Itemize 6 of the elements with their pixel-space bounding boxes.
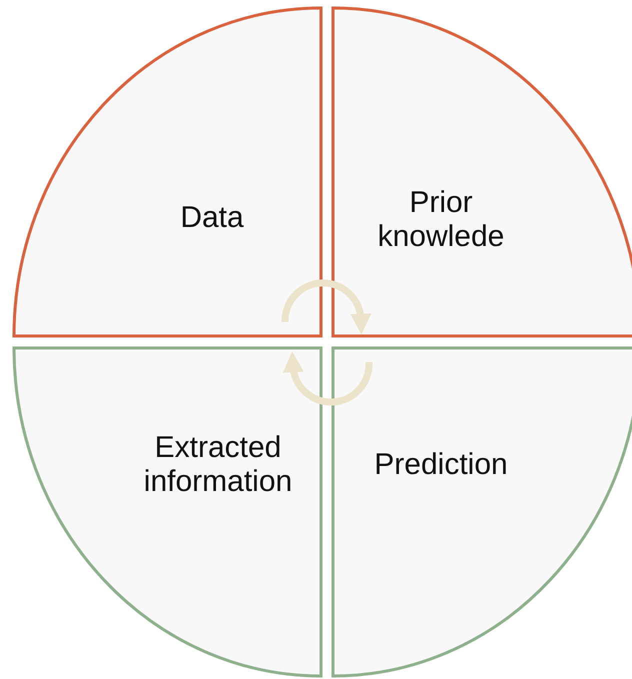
cycle-arrow [282, 280, 371, 335]
cycle-arrow [283, 351, 372, 406]
panel-label: Extracted information [142, 431, 294, 499]
panel-label: Prediction [373, 448, 509, 482]
panel-label: Data [179, 201, 245, 235]
panel-label: Prior knowlede [376, 186, 506, 254]
